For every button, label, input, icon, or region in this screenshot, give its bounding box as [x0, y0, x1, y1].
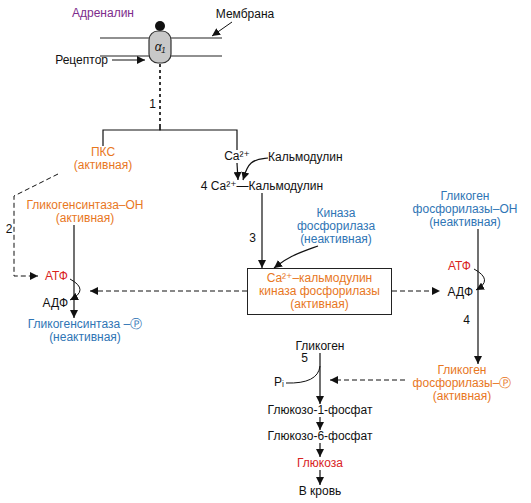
node-text: В кровь [250, 485, 390, 498]
enzyme-label: Гликогенсинтаза –Ⓟ (неактивная) [15, 318, 155, 344]
node-text: Глюкозо-6-фосфат [250, 430, 390, 443]
reaction-arrow [237, 163, 238, 180]
protein-label: Кальмодулин [268, 151, 360, 164]
atp-label: АТФ [45, 270, 68, 283]
receptor-label: Рецептор [55, 54, 108, 67]
node-text: Гликоген фосфорилазы–Ⓟ (активная) [407, 364, 517, 403]
adp-label: АДФ [43, 297, 68, 310]
metabolite-label: Глюкоза [250, 457, 390, 470]
enzyme-label: Гликоген фосфорилазы–Ⓟ (активная) [407, 364, 517, 403]
phosphate-curve [286, 366, 320, 383]
node-text: Глюкозо-1-фосфат [250, 404, 390, 417]
step-number: 5 [301, 352, 308, 365]
ion-label: Ca²⁺ [222, 150, 252, 163]
reaction-arrow [477, 229, 478, 364]
adp-label: АДФ [448, 286, 473, 299]
metabolite-label: Глюкозо-1-фосфат [250, 404, 390, 417]
reaction-arrow [261, 193, 262, 268]
reaction-arrow [160, 64, 237, 150]
node-text: α₁ [155, 41, 166, 54]
node-text: Ca²⁺ [222, 150, 252, 163]
destination-label: В кровь [250, 485, 390, 498]
enzyme-label: Киназа фосфорилаза (неактивная) [294, 207, 378, 246]
atp-curve [474, 269, 485, 290]
step-number: 2 [6, 223, 13, 236]
enzyme-label: Гликогенсинтаза–ОН (активная) [15, 199, 155, 225]
step-number: 4 [463, 314, 470, 327]
reaction-arrow [73, 225, 74, 318]
node-text: ПКС (активная) [68, 146, 138, 172]
node-text: Гликогенсинтаза –Ⓟ (неактивная) [15, 318, 155, 344]
receptor-body [149, 31, 171, 63]
pointer-arrow [112, 60, 145, 61]
enzyme-label: ПКС (активная) [68, 146, 138, 172]
node-text: Гликогенсинтаза–ОН (активная) [15, 199, 155, 225]
pointer-arrow [212, 22, 232, 36]
phosphate-label: Pᵢ [274, 376, 284, 389]
metabolite-label: Глюкозо-6-фосфат [250, 430, 390, 443]
regulation-arrow [330, 380, 405, 381]
reaction-arrow [103, 64, 160, 146]
membrane-label: Мембрана [216, 8, 274, 21]
reaction-arrow [274, 246, 318, 268]
hormone-name: Адреналин [72, 7, 134, 20]
reaction-arrow [319, 443, 320, 457]
node-text: Ca²⁺–кальмодулин киназа фосфорилазы (акт… [253, 272, 386, 311]
node-text: Гликоген [280, 340, 360, 353]
hormone-dot [155, 21, 165, 31]
reaction-arrow [319, 353, 320, 404]
node-text: Гликоген фосфорилазы–OH (неактивная) [410, 190, 520, 229]
regulation-arrow [392, 291, 440, 292]
atp-curve [70, 279, 80, 300]
regulation-arrow [90, 291, 247, 292]
node-text: 4 Ca²⁺—Кальмодулин [197, 180, 327, 193]
reaction-arrow [319, 470, 320, 485]
regulation-arrow [14, 174, 58, 276]
node-text: Глюкоза [250, 457, 390, 470]
node-text: Киназа фосфорилаза (неактивная) [294, 207, 378, 246]
enzyme-label: Гликоген фосфорилазы–OH (неактивная) [410, 190, 520, 229]
step-number: 1 [149, 98, 156, 111]
enzyme-box: Ca²⁺–кальмодулин киназа фосфорилазы (акт… [247, 268, 392, 315]
node-text: Кальмодулин [268, 151, 360, 164]
atp-label: АТФ [448, 260, 471, 273]
step-number: 3 [249, 232, 256, 245]
reaction-arrow [319, 417, 320, 430]
complex-label: 4 Ca²⁺—Кальмодулин [197, 180, 327, 193]
receptor-shape: α₁ [148, 30, 172, 64]
metabolite-label: Гликоген [280, 340, 360, 353]
